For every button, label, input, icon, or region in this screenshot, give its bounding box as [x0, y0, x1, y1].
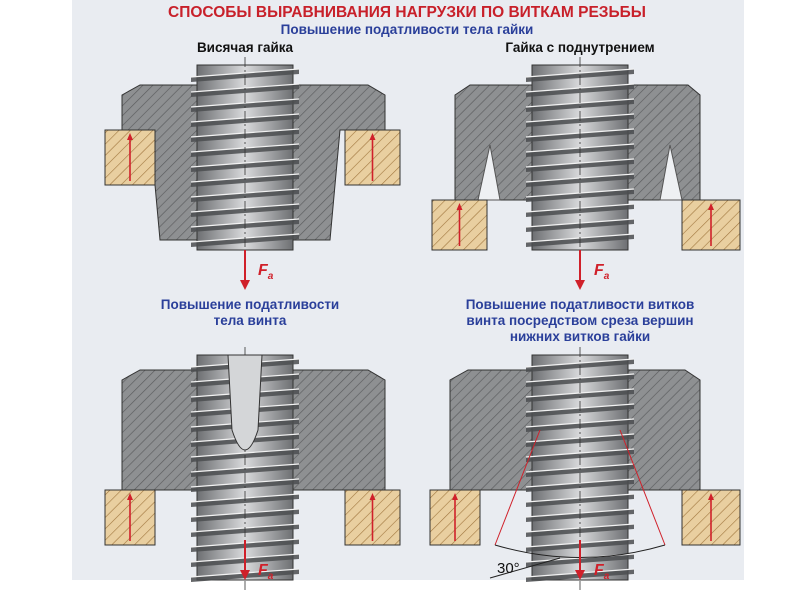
thread-turn: [526, 464, 634, 477]
force-subscript: a: [603, 271, 610, 283]
force-label: Fa: [258, 562, 273, 582]
force-letter: F: [594, 562, 604, 579]
label-line: нижних витков гайки: [509, 329, 651, 344]
force-label: Fa: [594, 262, 609, 282]
axial-bore: [227, 354, 263, 451]
load-arrowhead: [240, 570, 250, 580]
force-subscript: a: [267, 571, 274, 583]
label-line: Повышение податливости: [160, 297, 340, 312]
thread-turn: [191, 479, 299, 492]
undercut-groove: [659, 144, 683, 201]
angle-leader: [489, 557, 561, 579]
reaction-arrowhead: [456, 203, 463, 210]
thread-crest: [190, 68, 300, 78]
section-subtitle: Повышение податливости тела гайки: [280, 22, 534, 37]
thread-turn: [191, 174, 299, 187]
thread-turn: [526, 84, 634, 97]
force-letter: F: [594, 262, 604, 279]
cut-line: [619, 429, 666, 546]
reaction-arrowhead: [127, 493, 133, 500]
force-letter: F: [258, 562, 268, 579]
reaction-arrowhead: [452, 493, 458, 500]
force-subscript: a: [603, 571, 610, 583]
reaction-arrowhead: [369, 493, 376, 500]
thread-turn: [526, 479, 634, 492]
thread-turn: [191, 189, 299, 202]
thread-turn: [526, 389, 634, 402]
cut-line: [494, 429, 541, 546]
thread-crest: [525, 68, 635, 78]
panel-label-screw-body: Повышение податливости тела винта: [105, 297, 395, 329]
diagram-title: СПОСОБЫ ВЫРАВНИВАНИЯ НАГРУЗКИ ПО ВИТКАМ …: [168, 4, 646, 21]
thread-turn: [526, 99, 634, 112]
thread-crest: [525, 358, 635, 368]
reaction-arrowhead: [708, 203, 714, 210]
load-arrowhead: [575, 570, 585, 580]
load-arrowhead: [575, 280, 585, 290]
thread-turn: [191, 464, 299, 477]
panel-label-hanging-nut: Висячая гайка: [196, 40, 294, 55]
panel-label-thread-cut: Повышение податливости витков винта поср…: [400, 297, 760, 345]
thread-crest: [525, 448, 635, 458]
undercut-groove: [477, 144, 501, 201]
force-subscript: a: [267, 271, 274, 283]
thread-turn: [526, 189, 634, 202]
thread-crest: [525, 158, 635, 168]
force-letter: F: [258, 262, 268, 279]
reaction-arrowhead: [369, 133, 376, 140]
load-arrowhead: [240, 280, 250, 290]
label-line: тела винта: [213, 313, 287, 328]
force-label: Fa: [258, 262, 273, 282]
thread-turn: [191, 99, 299, 112]
panel-label-undercut-nut: Гайка с поднутрением: [505, 40, 655, 55]
thread-turn: [526, 174, 634, 187]
thread-crest: [190, 448, 300, 458]
thread-crest: [190, 158, 300, 168]
reaction-arrowhead: [127, 133, 133, 140]
angle-label: 30°: [497, 560, 520, 577]
force-label: Fa: [594, 562, 609, 582]
thread-turn: [526, 374, 634, 387]
label-line: винта посредством среза вершин: [466, 313, 694, 328]
thread-turn: [191, 84, 299, 97]
reaction-arrowhead: [708, 493, 714, 500]
label-line: Повышение податливости витков: [465, 297, 695, 312]
